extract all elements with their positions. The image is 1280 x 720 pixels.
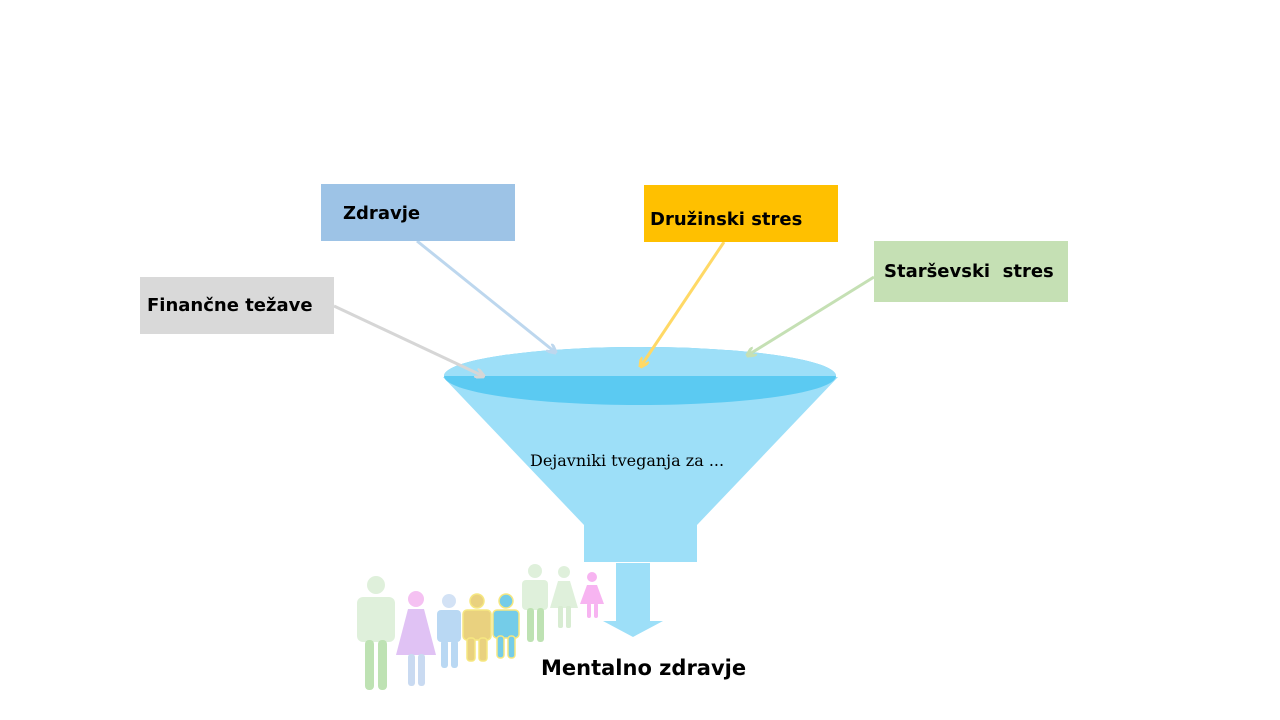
people-group — [357, 564, 604, 690]
arrow-financne — [333, 304, 483, 376]
funnel-spout — [584, 524, 697, 562]
funnel-rim-top — [444, 347, 836, 376]
funnel-cone — [443, 377, 838, 525]
person-icon — [437, 594, 461, 668]
factor-label: Finančne težave — [147, 295, 313, 316]
woman-icon — [396, 591, 436, 686]
arrow-zdravje — [416, 239, 555, 352]
factor-box-financne-tezave: Finančne težave — [140, 277, 334, 334]
funnel-label: Dejavniki tveganja za ... — [530, 451, 725, 470]
factor-box-zdravje: Zdravje — [321, 184, 515, 241]
person-icon — [492, 593, 520, 659]
person-icon — [357, 576, 395, 690]
funnel-icon — [443, 347, 838, 562]
output-arrow-icon — [603, 563, 663, 637]
factor-box-druzinski-stres: Družinski stres — [644, 185, 838, 242]
woman-icon — [550, 566, 578, 628]
arrow-starsevski — [748, 275, 875, 355]
factor-label: Zdravje — [343, 203, 421, 224]
arrow-druzinski — [641, 241, 726, 366]
factor-label: Družinski stres — [650, 209, 803, 230]
factor-label: Starševski stres — [884, 261, 1054, 282]
person-icon — [462, 593, 492, 662]
girl-icon — [580, 572, 604, 618]
factor-box-starsevski-stres: Starševski stres — [874, 241, 1068, 302]
output-label: Mentalno zdravje — [541, 656, 747, 680]
person-icon — [522, 564, 548, 642]
